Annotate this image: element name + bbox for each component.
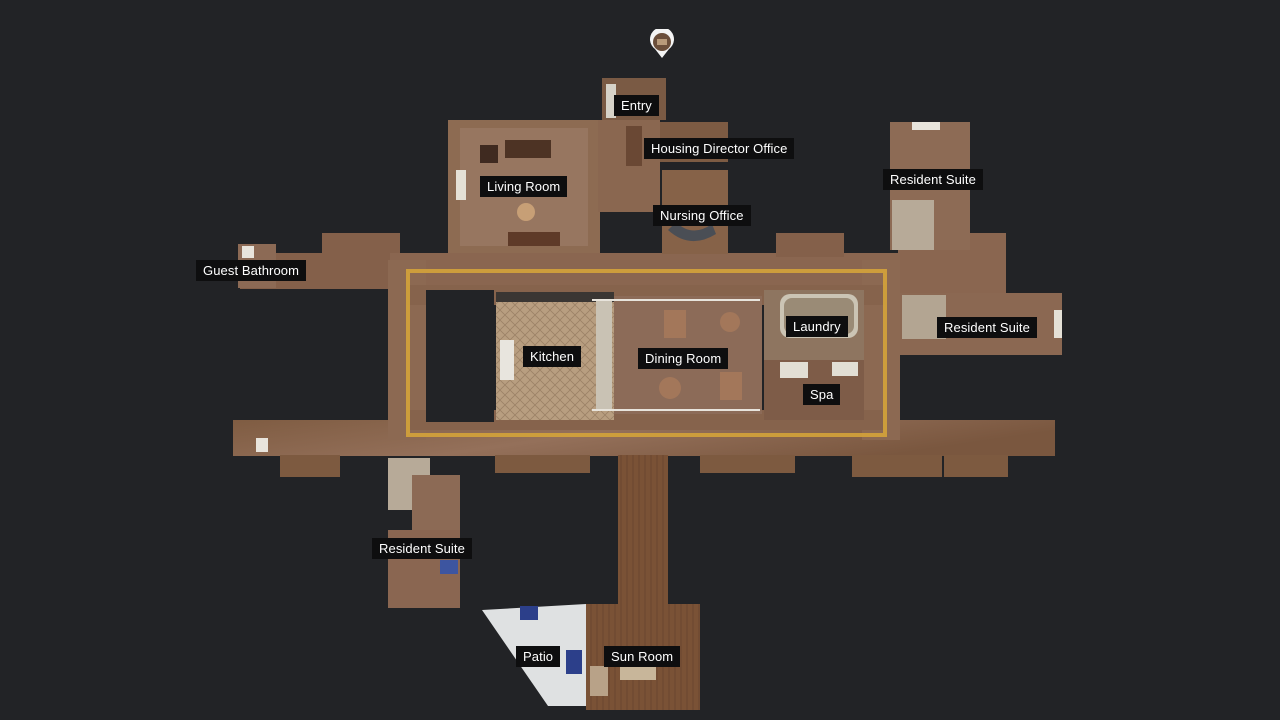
entry-door: [606, 84, 616, 118]
room-label-spa[interactable]: Spa: [803, 384, 841, 405]
room-label-resident-suite-east[interactable]: Resident Suite: [937, 317, 1037, 338]
room-label-laundry[interactable]: Laundry: [786, 316, 848, 337]
room-label-entry[interactable]: Entry: [614, 95, 659, 116]
room-label-sun-room[interactable]: Sun Room: [604, 646, 681, 667]
foyer-mat: [626, 126, 642, 166]
courtyard-void: [426, 290, 494, 422]
hallway-window: [256, 438, 268, 452]
room-label-dining-room[interactable]: Dining Room: [638, 348, 729, 369]
south-hallway: [618, 455, 668, 610]
selected-floor-outline: [406, 269, 887, 437]
resident-suite-sw-floor: [388, 458, 460, 608]
room-label-nursing-office[interactable]: Nursing Office: [653, 205, 751, 226]
room-label-resident-suite-sw[interactable]: Resident Suite: [372, 538, 472, 559]
location-pin-icon[interactable]: [649, 29, 675, 59]
room-label-living-room[interactable]: Living Room: [480, 176, 568, 197]
room-label-kitchen[interactable]: Kitchen: [523, 346, 582, 367]
room-label-resident-suite-ne[interactable]: Resident Suite: [883, 169, 983, 190]
room-label-patio[interactable]: Patio: [516, 646, 561, 667]
room-label-housing-director-office[interactable]: Housing Director Office: [644, 138, 795, 159]
room-label-guest-bathroom[interactable]: Guest Bathroom: [196, 260, 307, 281]
